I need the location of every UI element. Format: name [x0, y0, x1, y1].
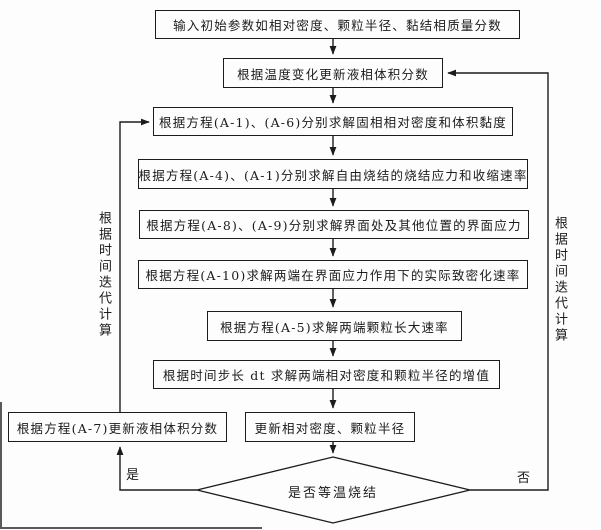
- step-solid-density-viscosity: 根据方程(A-1)、(A-6)分别求解固相相对密度和体积黏度: [153, 107, 513, 136]
- step-update-liquid-fraction: 根据温度变化更新液相体积分数: [223, 58, 443, 88]
- step-a7-update-liquid-fraction: 根据方程(A-7)更新液相体积分数: [8, 412, 227, 442]
- decision-isothermal-sintering: 是否等温烧结: [287, 486, 378, 501]
- step-input-params: 输入初始参数如相对密度、颗粒半径、黏结相质量分数: [155, 10, 520, 39]
- yes-label: 是: [126, 468, 141, 483]
- no-label: 否: [517, 471, 532, 486]
- step-free-sintering-stress: 根据方程(A-4)、(A-1)分别求解自由烧结的烧结应力和收缩速率: [138, 159, 528, 189]
- right-iteration-label: 根据时间迭代计算: [552, 216, 567, 344]
- decision-diamond-shape: [196, 456, 471, 524]
- loop-yes-to-a7: [116, 446, 197, 491]
- left-edge-artifact: [0, 402, 2, 529]
- step-densification-rate: 根据方程(A-10)求解两端在界面应力作用下的实际致密化速率: [138, 260, 528, 289]
- loop-no-to-temp: [447, 69, 549, 491]
- bottom-edge-artifact: [0, 527, 262, 529]
- step-interface-stress: 根据方程(A-8)、(A-9)分别求解界面处及其他位置的界面应力: [139, 210, 529, 239]
- loop-a7-to-a1a6: [119, 118, 150, 412]
- step-grain-growth-rate: 根据方程(A-5)求解两端颗粒长大速率: [207, 311, 462, 341]
- left-iteration-label: 根据时间迭代计算: [96, 211, 111, 339]
- step-update-density-radius: 更新相对密度、颗粒半径: [245, 412, 415, 442]
- step-time-step-increment: 根据时间步长 dt 求解两端相对密度和颗粒半径的增值: [153, 360, 500, 389]
